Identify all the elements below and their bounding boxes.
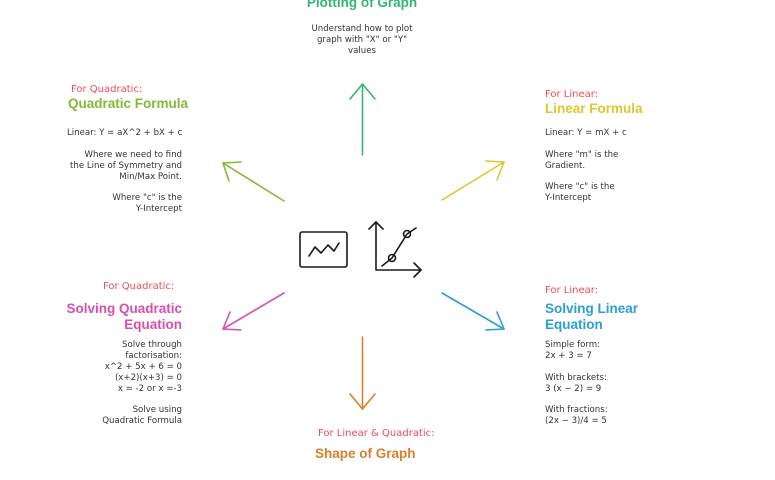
solving-quadratic-title: Solving Quadratic Equation bbox=[66, 301, 182, 332]
solving-linear-tag: For Linear: bbox=[545, 285, 599, 296]
solving-linear-simple-form: Simple form: 2x + 3 = 7 bbox=[545, 340, 601, 361]
arrow-solving-linear bbox=[441, 292, 505, 331]
solving-quadratic-formula-note: Solve using Quadratic Formula bbox=[102, 405, 182, 426]
arrow-down-shape bbox=[349, 336, 376, 410]
solving-linear-title: Solving Linear Equation bbox=[545, 301, 639, 332]
solving-linear-brackets: With brackets: 3 (x − 2) = 9 bbox=[545, 373, 607, 394]
chart-card-icon bbox=[299, 231, 348, 268]
linear-formula-equation: Linear: Y = mX + c bbox=[545, 128, 627, 138]
linear-formula-title: Linear Formula bbox=[545, 101, 643, 116]
plotting-description: Understand how to plot graph with "X" or… bbox=[311, 24, 413, 56]
arrow-linear-formula bbox=[441, 160, 505, 201]
plotting-title: Plotting of Graph bbox=[306, 0, 418, 10]
shape-title: Shape of Graph bbox=[315, 446, 416, 461]
quadratic-formula-intercept-note: Where "c" is the Y-Intercept bbox=[112, 193, 182, 214]
quadratic-formula-title: Quadratic Formula bbox=[68, 96, 189, 111]
quadratic-formula-tag: For Quadratic: bbox=[71, 84, 143, 95]
linear-formula-intercept-note: Where "c" is the Y-Intercept bbox=[545, 182, 615, 203]
quadratic-formula-equation: Linear: Y = aX^2 + bX + c bbox=[67, 128, 183, 138]
arrow-solving-quadratic bbox=[222, 292, 285, 331]
line-graph-icon bbox=[368, 221, 422, 278]
quadratic-formula-symmetry-note: Where we need to find the Line of Symmet… bbox=[70, 150, 182, 182]
arrow-up-plotting bbox=[349, 83, 376, 156]
solving-quadratic-factorisation: Solve through factorisation: x^2 + 5x + … bbox=[104, 340, 182, 394]
linear-formula-gradient-note: Where "m" is the Gradient. bbox=[545, 150, 619, 171]
shape-tag: For Linear & Quadratic: bbox=[318, 428, 435, 439]
arrow-quadratic-formula bbox=[222, 161, 285, 202]
solving-quadratic-tag: For Quadratic: bbox=[103, 281, 175, 292]
linear-formula-tag: For Linear: bbox=[545, 89, 599, 100]
solving-linear-fractions: With fractions: (2x − 3)/4 = 5 bbox=[545, 405, 608, 426]
